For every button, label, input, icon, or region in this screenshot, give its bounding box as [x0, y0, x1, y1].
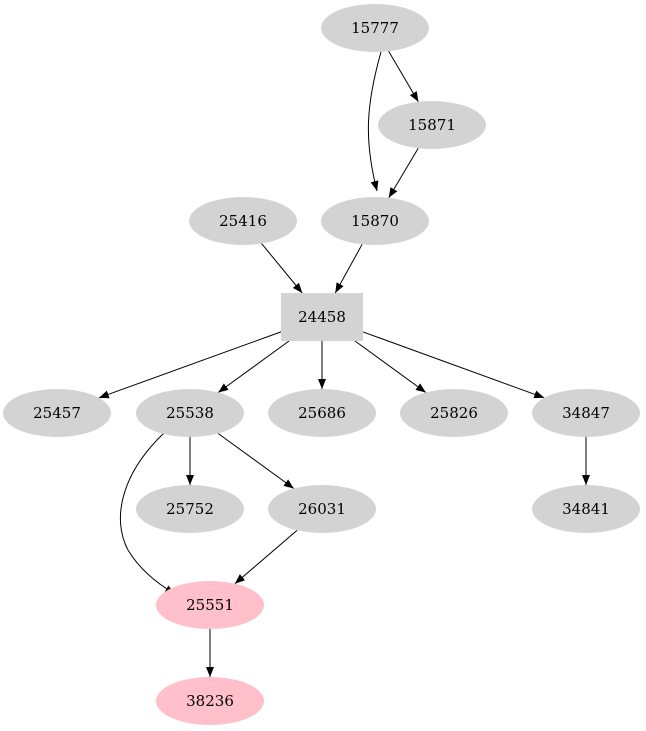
node-label: 25416: [219, 212, 267, 230]
node-ellipse-shape: [378, 101, 486, 149]
node-ellipse-shape: [268, 389, 376, 437]
edge-15777-to-15870: [367, 51, 382, 192]
edge-24458-to-25457: [98, 331, 282, 399]
node-ellipse-shape: [400, 389, 508, 437]
node-25538[interactable]: 25538: [136, 389, 244, 437]
node-24458[interactable]: 24458: [281, 293, 363, 341]
node-ellipse-shape: [321, 197, 429, 245]
edge-15777-to-15871: [388, 50, 419, 103]
node-26031[interactable]: 26031: [268, 485, 376, 533]
node-ellipse-shape: [268, 485, 376, 533]
node-ellipse-shape: [136, 389, 244, 437]
node-ellipse-shape: [156, 677, 264, 725]
node-15777[interactable]: 15777: [321, 4, 429, 52]
node-label: 24458: [298, 308, 346, 326]
node-ellipse-shape: [532, 485, 640, 533]
edge-25538-to-25551: [119, 432, 176, 595]
node-box-shape: [281, 293, 363, 341]
node-ellipse-shape: [189, 197, 297, 245]
node-25457[interactable]: 25457: [3, 389, 111, 437]
node-ellipse-shape: [156, 581, 264, 629]
node-25416[interactable]: 25416: [189, 197, 297, 245]
node-label: 15870: [351, 212, 399, 230]
node-38236[interactable]: 38236: [156, 677, 264, 725]
edge-25416-to-24458: [261, 243, 303, 294]
node-label: 25551: [186, 596, 234, 614]
node-label: 26031: [298, 500, 346, 518]
node-label: 25457: [33, 404, 81, 422]
node-25686[interactable]: 25686: [268, 389, 376, 437]
edges-layer: [98, 50, 590, 677]
node-label: 34847: [562, 404, 610, 422]
node-34847[interactable]: 34847: [532, 389, 640, 437]
node-25551[interactable]: 25551: [156, 581, 264, 629]
node-25826[interactable]: 25826: [400, 389, 508, 437]
node-25752[interactable]: 25752: [136, 485, 244, 533]
node-label: 25752: [166, 500, 214, 518]
node-15870[interactable]: 15870: [321, 197, 429, 245]
node-ellipse-shape: [3, 389, 111, 437]
node-label: 38236: [186, 692, 234, 710]
node-label: 15871: [408, 116, 456, 134]
node-ellipse-shape: [532, 389, 640, 437]
node-15871[interactable]: 15871: [378, 101, 486, 149]
edge-15870-to-24458: [334, 244, 363, 294]
node-label: 15777: [351, 19, 399, 37]
edge-24458-to-34847: [362, 331, 545, 399]
node-ellipse-shape: [321, 4, 429, 52]
edge-26031-to-25551: [234, 529, 298, 585]
edge-24458-to-25538: [217, 340, 290, 393]
node-label: 34841: [562, 500, 610, 518]
nodes-layer: 15777 15871 25416 15870 24458 25457 25538 25686…: [3, 4, 640, 725]
edge-25538-to-26031: [217, 433, 295, 489]
node-label: 25538: [166, 404, 214, 422]
node-label: 25826: [430, 404, 478, 422]
edge-15871-to-15870: [388, 147, 419, 199]
edge-24458-to-25826: [354, 340, 427, 393]
node-34841[interactable]: 34841: [532, 485, 640, 533]
node-label: 25686: [298, 404, 346, 422]
node-ellipse-shape: [136, 485, 244, 533]
